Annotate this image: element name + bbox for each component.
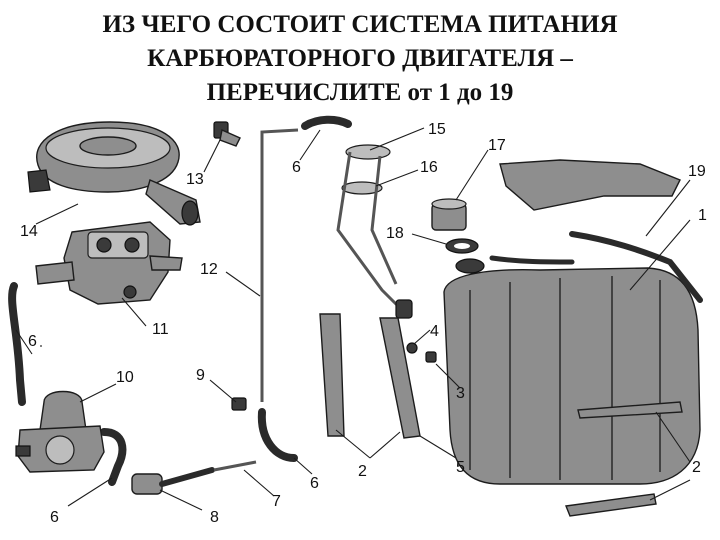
label-6-top: 6: [292, 159, 301, 176]
title-line-3: ПЕРЕЧИСЛИТЕ от 1 до 19: [206, 79, 514, 106]
leader-lines: [15, 127, 691, 511]
fuel-tank: [443, 231, 703, 485]
label-9: 9: [196, 367, 205, 384]
label-18: 18: [386, 225, 404, 242]
label-19: 19: [688, 163, 706, 180]
fuel-pipe: [213, 460, 257, 472]
callout-numbers: 14 13 11 12 6 10 9 6 15 16 17 18 19 1 4 …: [20, 121, 707, 526]
label-7: 7: [272, 493, 281, 510]
fuel-hoses: [8, 115, 352, 486]
label-14: 14: [20, 223, 38, 240]
fuel-line: [260, 128, 299, 402]
label-11: 11: [152, 321, 169, 338]
label-2-right: 2: [692, 459, 701, 476]
tank-straps: [319, 313, 683, 517]
page-title: ИЗ ЧЕГО СОСТОИТ СИСТЕМА ПИТАНИЯ КАРБЮРАТ…: [0, 8, 720, 110]
label-6-left: 6: [28, 333, 37, 350]
label-15: 15: [428, 121, 446, 138]
title-line-2: КАРБЮРАТОРНОГО ДВИГАТЕЛЯ –: [147, 45, 573, 72]
label-6-bottom-left: 6: [50, 509, 59, 526]
label-13: 13: [186, 171, 204, 188]
label-16: 16: [420, 159, 438, 176]
label-5: 5: [456, 459, 465, 476]
carburetor: [35, 221, 183, 305]
label-1: 1: [698, 207, 707, 224]
fuel-filter: [131, 467, 215, 495]
label-8: 8: [210, 509, 219, 526]
air-filter: [27, 121, 201, 226]
label-3: 3: [456, 385, 465, 402]
filler-cap: [431, 198, 467, 231]
label-17: 17: [488, 137, 506, 154]
label-12: 12: [200, 261, 218, 278]
label-6-bottom: 6: [310, 475, 319, 492]
label-10: 10: [116, 369, 134, 386]
seal-ring: [445, 238, 479, 254]
label-2-straps: 2: [358, 463, 367, 480]
fitting: [213, 121, 241, 147]
fuel-gauge-sender: [336, 144, 413, 319]
heat-shield: [499, 159, 681, 211]
bolt-and-nut: [406, 342, 437, 363]
title-line-1: ИЗ ЧЕГО СОСТОИТ СИСТЕМА ПИТАНИЯ: [102, 11, 618, 38]
fuel-pump: [15, 390, 105, 473]
label-4: 4: [430, 323, 439, 340]
